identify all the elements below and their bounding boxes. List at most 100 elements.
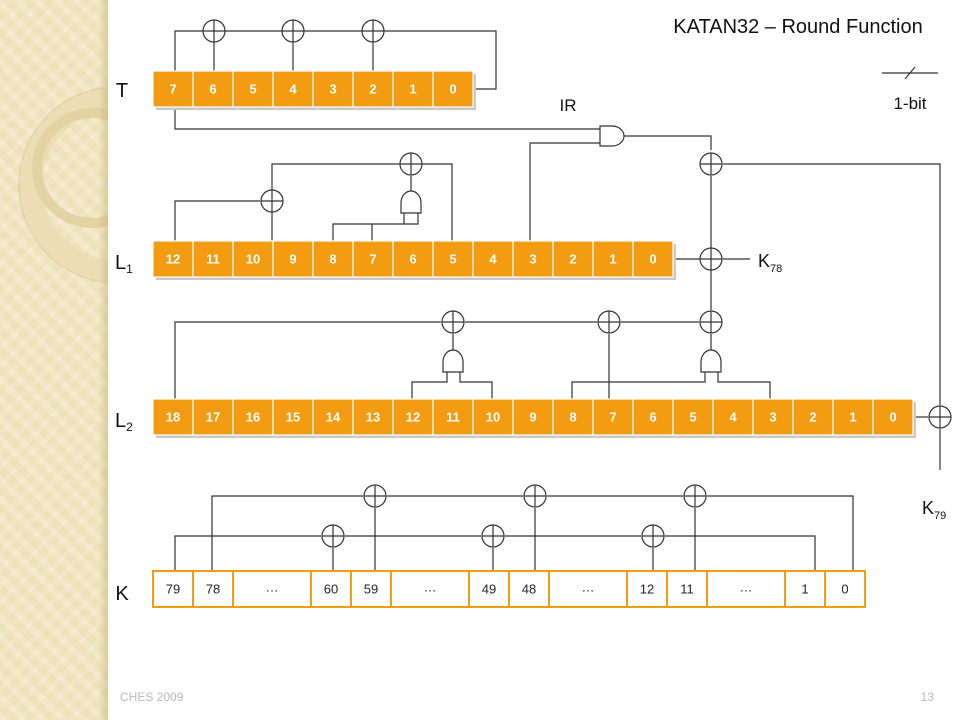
reg-l2-cell-label: 5 — [689, 410, 696, 425]
reg-k-cell-label: 79 — [166, 582, 180, 597]
reg-l1-cell-box — [312, 240, 354, 278]
reg-l1-cell-box — [432, 240, 474, 278]
reg-l1-cell-label: 3 — [529, 252, 536, 267]
reg-k-cell: 59 — [350, 570, 392, 608]
label-k78-main: K — [758, 251, 770, 271]
label-k78-sub: 78 — [770, 263, 782, 275]
reg-k-cell-box — [508, 570, 550, 608]
reg-l1-cell: 1 — [592, 240, 636, 280]
reg-k-cell-label: 0 — [841, 582, 848, 597]
reg-l1-cell-label: 5 — [449, 252, 456, 267]
reg-l2-cell-box — [352, 398, 394, 436]
reg-l1-cell-box — [632, 240, 674, 278]
reg-l2-cell-label: 4 — [729, 410, 737, 425]
reg-k-cell-box — [152, 570, 194, 608]
reg-l1-cell: 12 — [152, 240, 196, 280]
reg-t-cell-box — [152, 70, 194, 108]
reg-l2-cell: 16 — [232, 398, 276, 438]
reg-k-cell: 48 — [508, 570, 550, 608]
reg-l2-cell-label: 17 — [206, 410, 220, 425]
reg-l2-cell-box — [592, 398, 634, 436]
reg-l2-cell-label: 1 — [849, 410, 856, 425]
reg-t-cell-box — [312, 70, 354, 108]
reg-l1-cell-label: 1 — [609, 252, 616, 267]
reg-l2-cell: 8 — [552, 398, 596, 438]
label-k78: K78 — [758, 251, 782, 275]
reg-k-cell: 12 — [626, 570, 668, 608]
reg-l1-cell-label: 8 — [329, 252, 336, 267]
xor-gate-icon — [523, 484, 547, 508]
reg-k-cell-label: … — [740, 580, 753, 595]
wires — [174, 30, 941, 571]
reg-l1-cell-box — [392, 240, 434, 278]
reg-k-cell-label: … — [424, 580, 437, 595]
reg-l2-cell: 11 — [432, 398, 476, 438]
reg-l2-cell: 4 — [712, 398, 756, 438]
reg-k-cell-label: 49 — [482, 582, 496, 597]
wire-l1-tap — [422, 163, 453, 241]
reg-t-cell: 5 — [232, 70, 276, 110]
reg-l1-cell-label: 7 — [369, 252, 376, 267]
and-gate-l2-b — [700, 349, 722, 373]
wire-ir-xor-right — [723, 163, 941, 405]
reg-l2-cell: 6 — [632, 398, 676, 438]
reg-l2-cell: 17 — [192, 398, 236, 438]
label-t: T — [116, 80, 128, 102]
reg-t-cell-box — [352, 70, 394, 108]
reg-l2-cell-label: 0 — [889, 410, 896, 425]
reg-l1-cell: 8 — [312, 240, 356, 280]
reg-t-cell: 1 — [392, 70, 436, 110]
reg-l2-cell: 3 — [752, 398, 796, 438]
reg-l1-cell: 3 — [512, 240, 556, 280]
reg-l2-cell: 10 — [472, 398, 516, 438]
reg-l2-cell-label: 14 — [326, 410, 341, 425]
reg-l1-cell: 5 — [432, 240, 476, 280]
sidebar-edge — [98, 0, 108, 720]
decorative-ring-inner — [32, 108, 108, 228]
reg-t-cell-label: 4 — [289, 82, 297, 97]
reg-l2-cell: 15 — [272, 398, 316, 438]
label-k79-sub: 79 — [934, 510, 946, 522]
xor-gate-icon — [928, 405, 952, 429]
xor-gate-icon — [321, 524, 345, 548]
reg-k-cell: … — [548, 570, 628, 608]
reg-l2-cell-label: 8 — [569, 410, 576, 425]
wire-k-taps — [332, 508, 696, 571]
reg-l1-cell-label: 0 — [649, 252, 656, 267]
reg-l1-cell-label: 4 — [489, 252, 497, 267]
reg-l1-cell-box — [192, 240, 234, 278]
reg-k-cell: 79 — [152, 570, 194, 608]
reg-t-cell-box — [232, 70, 274, 108]
reg-l2-cell-box — [832, 398, 874, 436]
reg-l2-cell-label: 16 — [246, 410, 260, 425]
reg-k-cell-label: 78 — [206, 582, 220, 597]
label-l1-main: L — [115, 252, 126, 274]
reg-l2-cell-box — [392, 398, 434, 436]
xor-gate-icon — [361, 19, 385, 43]
reg-l1-cell: 2 — [552, 240, 596, 280]
wire-ir-out — [624, 135, 712, 150]
and-gate-l2-a — [442, 349, 464, 373]
label-ir: IR — [560, 96, 577, 115]
reg-l1-cell-label: 11 — [206, 252, 220, 267]
reg-t-cell-label: 3 — [329, 82, 336, 97]
reg-k-cell: … — [232, 570, 312, 608]
reg-t-cell-box — [432, 70, 474, 108]
reg-k-cell: 11 — [666, 570, 708, 608]
wire-l1-fb — [174, 200, 260, 241]
label-k: K — [115, 583, 129, 605]
reg-l1-cell-label: 10 — [246, 252, 260, 267]
reg-l1-cell: 4 — [472, 240, 516, 280]
reg-l2-cell-label: 12 — [406, 410, 420, 425]
reg-l1-cell: 6 — [392, 240, 436, 280]
wire-l2-fb — [174, 321, 441, 399]
label-k79-main: K — [922, 498, 934, 518]
xor-gate-icon — [441, 310, 465, 334]
reg-l2-cell-box — [672, 398, 714, 436]
xor-gate-icon — [260, 189, 284, 213]
reg-l1-cell: 7 — [352, 240, 396, 280]
reg-k-cell: 49 — [468, 570, 510, 608]
